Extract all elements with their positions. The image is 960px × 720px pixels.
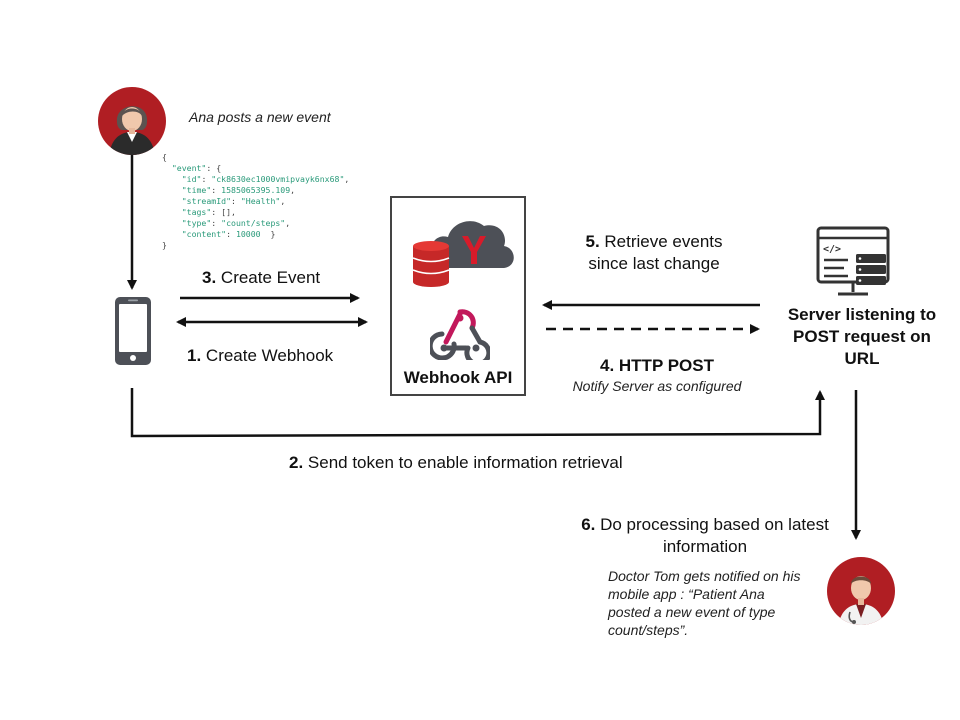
- json-val: "Health": [240, 196, 281, 206]
- json-val: 1585065395.109: [221, 185, 291, 195]
- json-val: "count/steps": [221, 218, 286, 228]
- step6-line2: information: [662, 537, 748, 556]
- database-cylinder: [412, 241, 450, 287]
- step1-text: Create Webhook: [201, 346, 334, 365]
- json-sep: :: [226, 229, 236, 239]
- server-caption-line3: URL: [844, 349, 880, 368]
- json-event-key: "event": [171, 163, 207, 173]
- step2-number: 2.: [289, 453, 304, 472]
- step5-text: Retrieve events: [599, 232, 723, 251]
- event-json: { "event": { "id": "ck8630ec1000vmipvayk…: [162, 152, 349, 251]
- doctor-caption: Doctor Tom gets notified on his mobile a…: [608, 567, 818, 639]
- json-tail: ,: [280, 196, 286, 206]
- json-key: "tags": [181, 207, 212, 217]
- server-caption: Server listening to POST request on URL: [770, 304, 954, 370]
- cloud-database-icon: [408, 206, 520, 288]
- step6-label: 6. Do processing based on latest informa…: [560, 514, 850, 558]
- step5-line2: since last change: [588, 254, 720, 273]
- step5-line1: 5. Retrieve events: [560, 231, 748, 253]
- doctor-caption-line1: Doctor Tom gets notified on his: [608, 568, 801, 584]
- json-tail: ,: [285, 218, 291, 228]
- json-key: "content": [181, 229, 227, 239]
- json-sep: :: [231, 196, 241, 206]
- smartphone-icon: [114, 296, 152, 366]
- step1-number: 1.: [187, 346, 202, 365]
- step5-label: 5. Retrieve events since last change: [560, 231, 748, 275]
- webhook-api-label: Webhook API: [403, 368, 513, 387]
- step4-subtitle: Notify Server as configured: [572, 378, 742, 394]
- ana-avatar-icon: [97, 86, 167, 156]
- json-val: 10000: [235, 229, 261, 239]
- ana-caption: Ana posts a new event: [189, 109, 331, 125]
- step4-title: 4. HTTP POST: [600, 356, 714, 375]
- json-tail: }: [260, 229, 276, 239]
- json-tail: ,: [290, 185, 296, 195]
- step3-text: Create Event: [216, 268, 321, 287]
- json-key: "time": [181, 185, 212, 195]
- step2-text: Send token to enable information retriev…: [303, 453, 623, 472]
- doctor-caption-line2: mobile app : “Patient Ana: [608, 586, 765, 602]
- json-sep: :: [211, 207, 222, 217]
- json-close: }: [162, 240, 167, 250]
- json-key: "type": [181, 218, 212, 228]
- step6-text: Do processing based on latest: [595, 515, 829, 534]
- json-tail: ,: [344, 174, 350, 184]
- json-event-brace: : {: [206, 163, 222, 173]
- step6-number: 6.: [581, 515, 596, 534]
- json-sep: :: [211, 185, 222, 195]
- doctor-avatar-icon: [826, 556, 896, 626]
- json-sep: :: [211, 218, 222, 228]
- arrow-send-token: [130, 388, 825, 438]
- doctor-caption-line4: count/steps”.: [608, 622, 689, 638]
- step5-number: 5.: [585, 232, 600, 251]
- doctor-caption-line3: posted a new event of type: [608, 604, 776, 620]
- svg-text:</>: </>: [823, 244, 841, 255]
- json-sep: :: [201, 174, 212, 184]
- webhook-api-box: Webhook API: [390, 196, 526, 396]
- webhook-icon: [430, 304, 490, 360]
- json-tail: ,: [231, 207, 236, 217]
- server-caption-line1: Server listening to: [787, 305, 937, 324]
- json-key: "streamId": [181, 196, 232, 206]
- server-icon: </>: [814, 226, 892, 298]
- step2-label: 2. Send token to enable information retr…: [289, 452, 623, 474]
- json-val: []: [221, 207, 232, 217]
- step3-number: 3.: [202, 268, 217, 287]
- json-key: "id": [181, 174, 202, 184]
- step1-label: 1. Create Webhook: [187, 345, 333, 367]
- json-open: {: [162, 152, 167, 162]
- server-caption-line2: POST request on: [793, 327, 931, 346]
- json-val: "ck8630ec1000vmipvayk6nx68": [211, 174, 345, 184]
- step6-line1: 6. Do processing based on latest: [560, 514, 850, 536]
- step3-label: 3. Create Event: [202, 267, 320, 289]
